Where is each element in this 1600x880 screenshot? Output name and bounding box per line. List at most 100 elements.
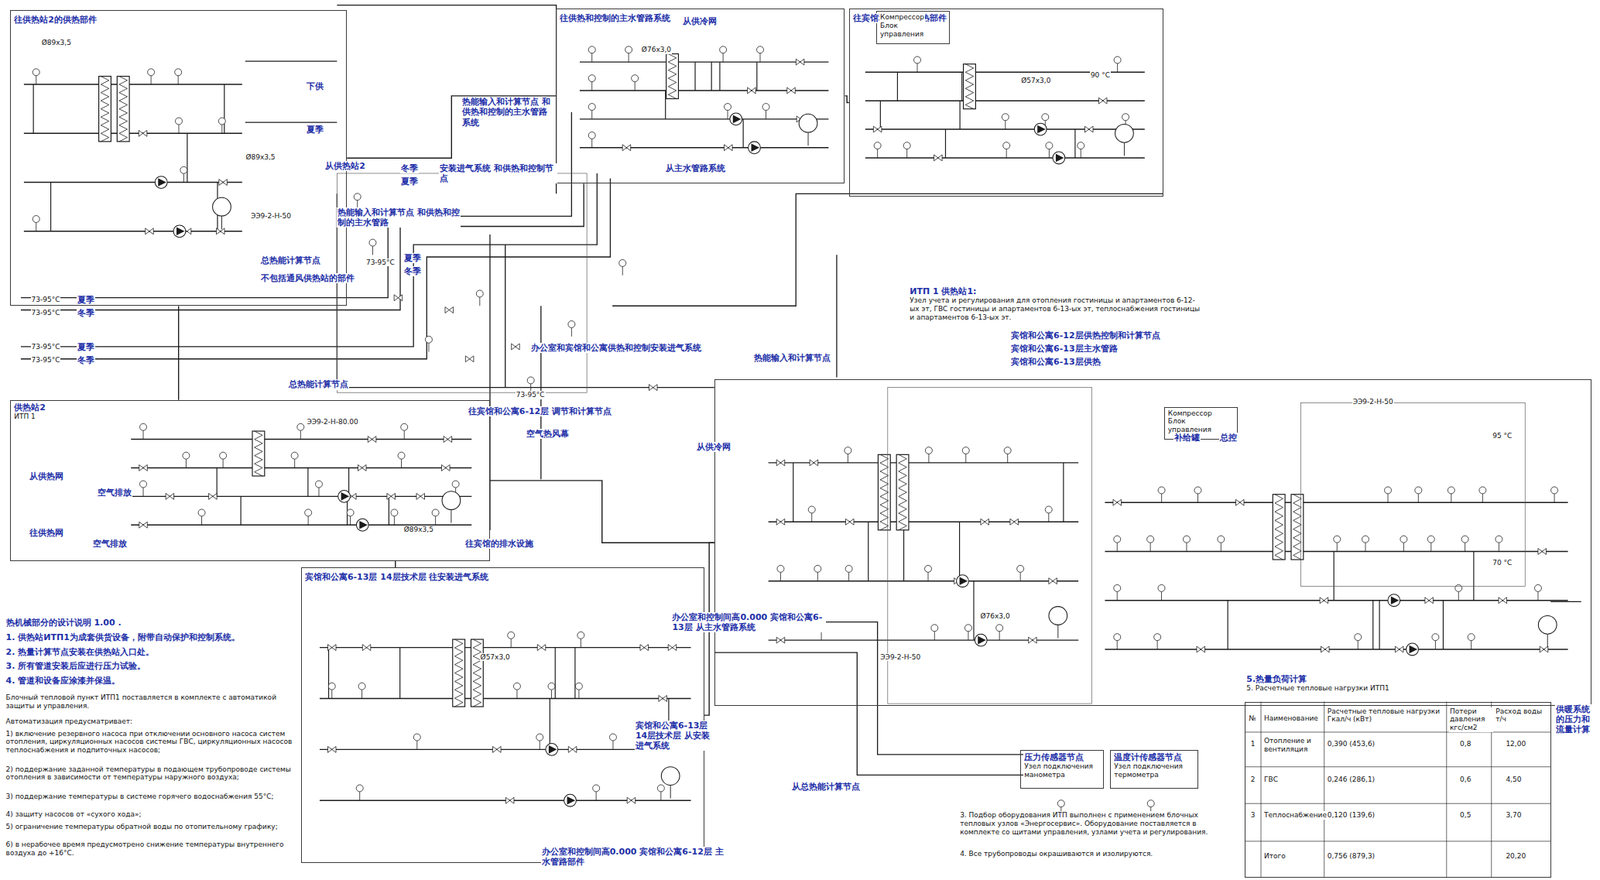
valve-symbol bbox=[1235, 499, 1244, 506]
gauge-stem bbox=[1150, 542, 1152, 552]
valve-symbol bbox=[138, 130, 148, 137]
pressure-gauge bbox=[328, 682, 336, 690]
heat-exchanger bbox=[1291, 494, 1304, 560]
pipe bbox=[1104, 551, 1568, 552]
valve-symbol bbox=[954, 578, 963, 585]
pipe bbox=[1333, 551, 1335, 601]
pump-symbol bbox=[956, 575, 970, 588]
pressure-gauge bbox=[1361, 535, 1369, 543]
annotation: 热能输入和计算节点 bbox=[753, 352, 832, 364]
pressure-gauge bbox=[657, 784, 665, 792]
heat-exchanger bbox=[963, 64, 977, 110]
gauge-stem bbox=[1044, 120, 1046, 130]
valve-symbol bbox=[658, 695, 668, 703]
pipe-block bbox=[319, 631, 692, 807]
pipe bbox=[945, 129, 946, 158]
pipe bbox=[23, 83, 243, 85]
gauge-stem bbox=[143, 430, 144, 439]
pipe bbox=[711, 61, 713, 91]
annotation: 73-95°C bbox=[515, 390, 546, 400]
pressure-gauge bbox=[609, 733, 617, 741]
gauge-stem bbox=[183, 173, 185, 182]
gauge-stem bbox=[1403, 542, 1405, 552]
pipe bbox=[98, 84, 100, 134]
annotation: ЭЭ9-2-Н-80.00 bbox=[305, 417, 359, 427]
pressure-gauge bbox=[536, 733, 544, 741]
pipe bbox=[743, 119, 744, 148]
load-table: 5.热量负荷计算5. Расчетные тепловые нагрузки И… bbox=[1244, 702, 1551, 878]
gauge-stem bbox=[596, 791, 597, 801]
table-cell: 2 bbox=[1250, 775, 1257, 785]
annotation: 冬季 bbox=[403, 266, 422, 277]
pressure-gauge bbox=[757, 46, 765, 54]
gauge-stem bbox=[1048, 513, 1049, 522]
pressure-gauge bbox=[1113, 56, 1121, 64]
gauge-stem bbox=[1116, 592, 1118, 601]
annotation: 4. Все трубопроводы окрашиваются и изоли… bbox=[959, 849, 1237, 859]
exchanger-plates bbox=[880, 454, 889, 530]
pressure-gauge bbox=[390, 509, 398, 517]
valve-symbol bbox=[873, 126, 882, 133]
gauge-stem bbox=[349, 516, 351, 525]
pressure-gauge bbox=[925, 447, 932, 455]
node-text: ИТП 1 供热站1: bbox=[908, 286, 977, 297]
exchanger-plates bbox=[100, 76, 110, 142]
pipe bbox=[20, 183, 584, 310]
sub-frame bbox=[1300, 402, 1525, 586]
annotation: 1) включение резервного насоса при отклю… bbox=[5, 729, 299, 755]
pressure-gauge bbox=[1384, 486, 1392, 494]
table-cell: Наименование bbox=[1263, 714, 1320, 723]
pump-symbol bbox=[1052, 151, 1066, 165]
valve-symbol bbox=[776, 518, 785, 525]
pressure-gauge bbox=[1455, 584, 1463, 592]
gauge-stem bbox=[727, 110, 729, 120]
pipe bbox=[792, 462, 794, 522]
pipe bbox=[664, 90, 666, 120]
annotation: 冬季 bbox=[400, 163, 419, 174]
valve-symbol bbox=[622, 144, 631, 151]
pressure-gauge bbox=[369, 239, 377, 247]
valve-symbol bbox=[776, 459, 785, 466]
pressure-gauge bbox=[358, 682, 366, 690]
annotation: 总热能计算节点 bbox=[260, 255, 322, 266]
valve-symbol bbox=[219, 179, 228, 186]
valve-symbol bbox=[216, 228, 226, 235]
pipe bbox=[240, 496, 242, 525]
gauge-stem bbox=[510, 638, 512, 648]
pump-symbol bbox=[338, 489, 351, 503]
annotation: 宾馆和公寓6-12层供热控制和计算节点 bbox=[1010, 330, 1162, 341]
annotation: 夏季 bbox=[76, 294, 96, 305]
pump-symbol bbox=[748, 141, 761, 155]
gauge-stem bbox=[1004, 120, 1006, 130]
annotation: 73-95°C bbox=[30, 356, 62, 365]
pipe bbox=[865, 99, 1145, 101]
table-line bbox=[1445, 701, 1447, 878]
gauge-stem bbox=[150, 75, 152, 85]
table-cell: 20,20 bbox=[1504, 852, 1527, 861]
gauge-stem bbox=[404, 430, 405, 439]
gauge-stem bbox=[222, 459, 224, 468]
annotation: 4) защиту насосов от «сухого хода»; bbox=[5, 810, 299, 819]
annotation: 73-95°C bbox=[365, 258, 396, 268]
pressure-gauge bbox=[346, 509, 354, 517]
pipe bbox=[399, 647, 401, 699]
gauge-stem bbox=[221, 124, 223, 134]
pipe bbox=[1062, 462, 1064, 522]
pressure-gauge bbox=[777, 565, 785, 573]
pressure-gauge bbox=[1003, 447, 1011, 455]
valve-symbol bbox=[327, 644, 336, 651]
annotation: 空气热风幕 bbox=[525, 428, 570, 439]
pump-symbol bbox=[545, 743, 559, 756]
table-cell: 0,390 (453,6) bbox=[1326, 740, 1376, 749]
pipe bbox=[348, 467, 350, 497]
pipe bbox=[1550, 601, 1582, 603]
annotation: Ø89x3,5 bbox=[403, 525, 435, 535]
pump-triangle bbox=[751, 143, 761, 153]
pump-triangle bbox=[341, 492, 350, 501]
pipe bbox=[959, 100, 961, 130]
pipe bbox=[768, 462, 1080, 463]
table-cell: ГВС bbox=[1263, 775, 1279, 785]
valve-symbol bbox=[796, 116, 806, 123]
pipe bbox=[1442, 600, 1444, 650]
gauge-stem bbox=[578, 689, 580, 699]
